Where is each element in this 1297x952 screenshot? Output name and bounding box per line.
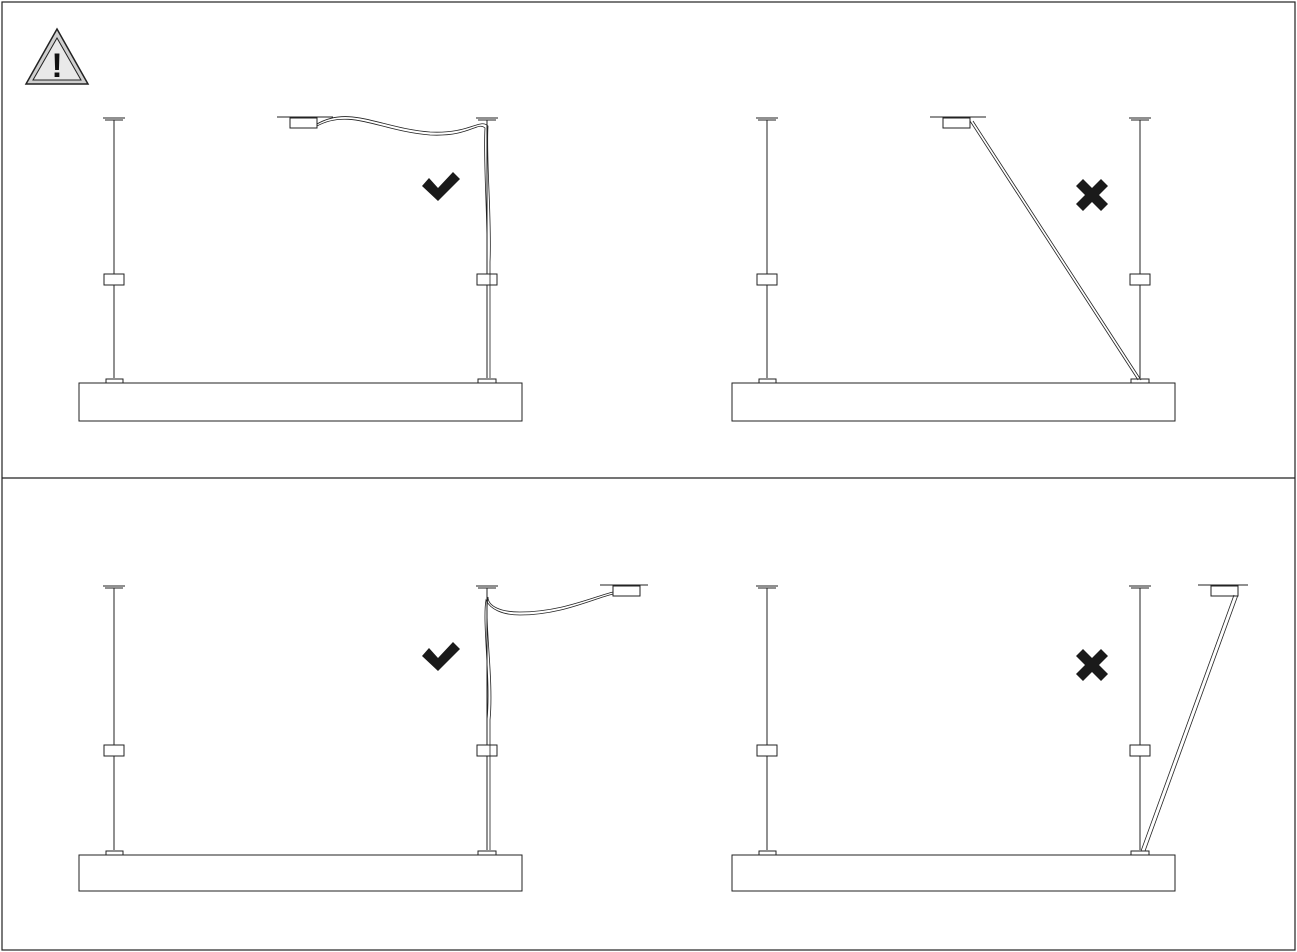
luminaire-body bbox=[731, 382, 1176, 422]
power-cable bbox=[1140, 594, 1239, 852]
cross-icon bbox=[1076, 179, 1108, 211]
warning-triangle-icon: ! bbox=[24, 27, 90, 85]
wire-gripper bbox=[103, 744, 125, 757]
wire-gripper bbox=[756, 273, 778, 286]
panel-top-left bbox=[78, 116, 523, 422]
left-suspension-wire bbox=[103, 585, 125, 857]
ceiling-canopy bbox=[930, 116, 986, 129]
power-cable bbox=[316, 116, 491, 378]
right-suspension-wire bbox=[476, 585, 498, 857]
wire-gripper bbox=[476, 744, 498, 757]
wire-gripper bbox=[756, 744, 778, 757]
checkmark-icon bbox=[422, 172, 460, 201]
cross-icon bbox=[1076, 649, 1108, 681]
panel-bottom-left bbox=[78, 584, 648, 892]
power-cable bbox=[486, 591, 614, 850]
ceiling-canopy bbox=[277, 116, 333, 129]
ceiling-canopy bbox=[600, 584, 648, 597]
wire-gripper bbox=[1129, 273, 1151, 286]
left-suspension-wire bbox=[756, 585, 778, 857]
left-suspension-wire bbox=[103, 117, 125, 385]
right-suspension-wire bbox=[1129, 585, 1151, 857]
warning-symbol: ! bbox=[51, 47, 62, 85]
left-suspension-wire bbox=[756, 117, 778, 385]
checkmark-icon bbox=[422, 642, 460, 671]
luminaire-body bbox=[78, 854, 523, 892]
wire-gripper bbox=[1129, 744, 1151, 757]
power-cable bbox=[969, 120, 1142, 381]
ceiling-canopy bbox=[1198, 584, 1248, 597]
wire-gripper bbox=[476, 273, 498, 286]
right-suspension-wire bbox=[1129, 117, 1151, 385]
luminaire-body bbox=[731, 854, 1176, 892]
panel-top-right bbox=[731, 116, 1176, 422]
luminaire-body bbox=[78, 382, 523, 422]
panel-bottom-right bbox=[731, 584, 1248, 892]
wire-gripper bbox=[103, 273, 125, 286]
